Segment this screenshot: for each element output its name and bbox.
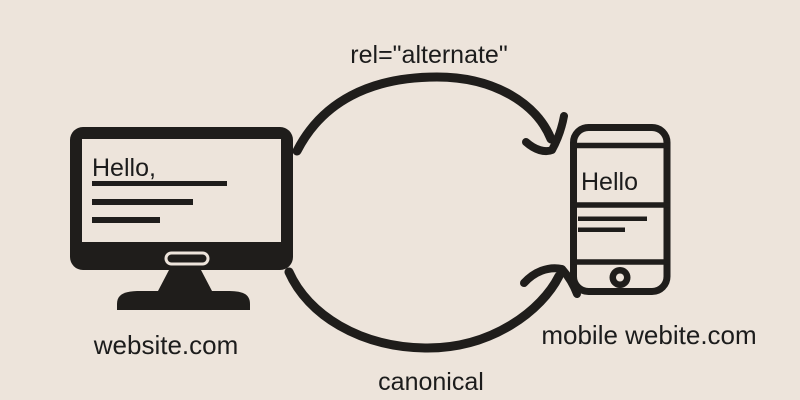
bottom-arrow-label: canonical bbox=[378, 368, 484, 396]
top-arrow-curve bbox=[292, 72, 556, 156]
phone-body bbox=[570, 124, 671, 295]
phone-placeholder-line-1 bbox=[578, 216, 647, 221]
monitor-stand-neck bbox=[158, 270, 212, 291]
mobile-phone-icon: Hello bbox=[570, 124, 671, 295]
phone-screen-greeting-text: Hello bbox=[581, 168, 638, 196]
desktop-placeholder-line-1 bbox=[92, 199, 193, 205]
top-arrow-arrowhead bbox=[522, 112, 568, 156]
monitor-bezel-button bbox=[164, 251, 210, 266]
desktop-screen-greeting-text: Hello, bbox=[92, 154, 156, 182]
desktop-computer-icon: Hello, bbox=[70, 127, 293, 310]
monitor-stand-base bbox=[117, 291, 250, 310]
mobile-site-label: mobile webite.com bbox=[541, 320, 756, 350]
phone-placeholder-line-2 bbox=[578, 227, 625, 232]
bottom-arrow-curve bbox=[284, 267, 564, 353]
desktop-site-label: website.com bbox=[93, 330, 239, 360]
desktop-text-underline bbox=[92, 181, 227, 186]
top-arrow bbox=[292, 72, 568, 156]
phone-home-button-center bbox=[616, 273, 624, 282]
top-arrow-label: rel="alternate" bbox=[350, 41, 507, 69]
monitor-screen bbox=[82, 139, 281, 242]
desktop-placeholder-line-2 bbox=[92, 217, 160, 223]
